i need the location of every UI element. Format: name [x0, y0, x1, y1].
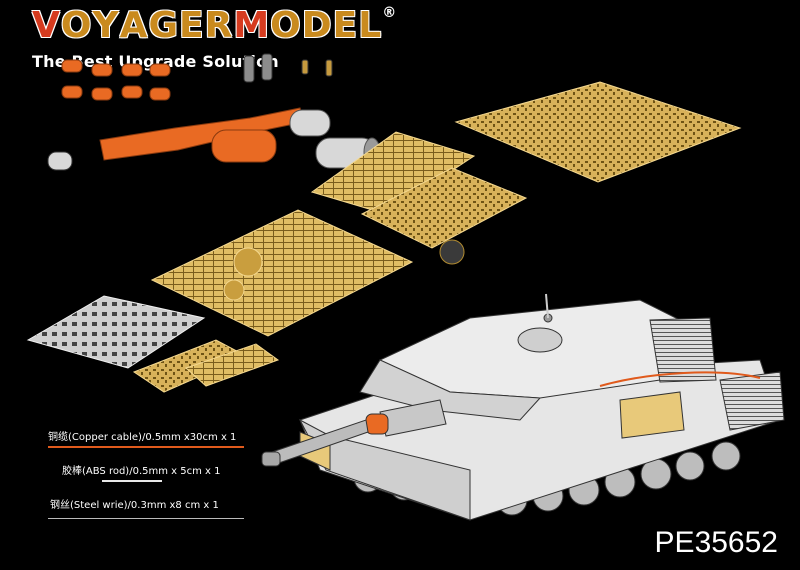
brand-logo: VOYAGERMODEL® — [32, 5, 396, 46]
logo-letter: Y — [92, 5, 120, 46]
pe-fret-group — [132, 81, 742, 393]
material-abs-rod: 胶棒(ABS rod)/0.5mm x 5cm x 1 — [62, 466, 221, 477]
tank-model — [261, 293, 785, 521]
abs-rod-sample — [102, 480, 162, 482]
logo-letter: E — [179, 5, 205, 46]
steel-wire-sample — [48, 518, 244, 519]
material-copper-cable: 铜缆(Copper cable)/0.5mm x30cm x 1 — [48, 432, 237, 443]
logo-letter: E — [332, 5, 359, 46]
product-code: PE35652 — [654, 526, 778, 559]
logo-letter: G — [148, 5, 179, 46]
logo-letter: V — [32, 5, 61, 46]
copper-cable-sample — [48, 446, 244, 448]
registered-mark: ® — [382, 5, 398, 21]
resin-part-group — [61, 59, 305, 163]
logo-letter: L — [358, 5, 383, 46]
logo-letter: M — [233, 5, 271, 46]
material-steel-wire: 钢丝(Steel wrie)/0.3mm x8 cm x 1 — [50, 500, 219, 511]
logo-letter: O — [60, 5, 93, 46]
logo-letter: A — [119, 5, 149, 46]
logo-letter: O — [270, 5, 302, 46]
logo-letter: R — [204, 5, 234, 46]
logo-letter: D — [301, 5, 333, 46]
steel-fret — [26, 295, 206, 369]
